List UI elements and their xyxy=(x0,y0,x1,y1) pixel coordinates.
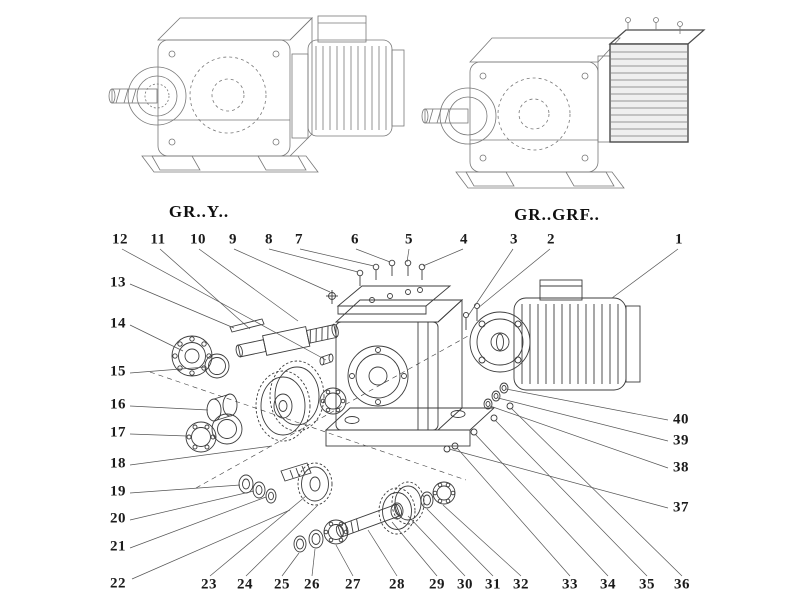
callout-21: 21 xyxy=(110,538,126,555)
callout-30: 30 xyxy=(457,576,473,593)
gearmotor-gr-y-drawing xyxy=(108,15,405,173)
callout-7: 7 xyxy=(295,231,303,248)
callout-20: 20 xyxy=(110,510,126,527)
callout-6: 6 xyxy=(351,231,359,248)
callout-39: 39 xyxy=(673,432,689,449)
callout-31: 31 xyxy=(485,576,501,593)
callout-19: 19 xyxy=(110,483,126,500)
callout-27: 27 xyxy=(345,576,361,593)
callout-18: 18 xyxy=(110,455,126,472)
callout-25: 25 xyxy=(274,576,290,593)
callout-12: 12 xyxy=(112,231,128,248)
callout-32: 32 xyxy=(513,576,529,593)
callout-8: 8 xyxy=(265,231,273,248)
callout-17: 17 xyxy=(110,424,126,441)
callout-28: 28 xyxy=(389,576,405,593)
callout-16: 16 xyxy=(110,396,126,413)
callout-24: 24 xyxy=(237,576,253,593)
callout-26: 26 xyxy=(304,576,320,593)
callout-15: 15 xyxy=(110,363,126,380)
callout-22: 22 xyxy=(110,575,126,592)
callout-34: 34 xyxy=(600,576,616,593)
callout-4: 4 xyxy=(460,231,468,248)
callout-11: 11 xyxy=(150,231,166,248)
callout-1: 1 xyxy=(675,231,683,248)
gearmotor-gr-grf-drawing xyxy=(421,17,706,189)
callout-36: 36 xyxy=(674,576,690,593)
variant-label-gr-grf: GR..GRF.. xyxy=(514,205,600,224)
callout-2: 2 xyxy=(547,231,555,248)
leader-lines xyxy=(121,248,683,580)
callout-40: 40 xyxy=(673,411,689,428)
callout-9: 9 xyxy=(229,231,237,248)
callout-13: 13 xyxy=(110,274,126,291)
callout-3: 3 xyxy=(510,231,518,248)
callout-29: 29 xyxy=(429,576,445,593)
callout-38: 38 xyxy=(673,459,689,476)
exploded-view-drawing xyxy=(149,259,641,553)
callout-33: 33 xyxy=(562,576,578,593)
callout-10: 10 xyxy=(190,231,206,248)
callout-5: 5 xyxy=(405,231,413,248)
variant-label-gr-y: GR..Y.. xyxy=(168,202,230,221)
callout-35: 35 xyxy=(639,576,655,593)
callout-14: 14 xyxy=(110,315,126,332)
callout-37: 37 xyxy=(673,499,689,516)
callout-23: 23 xyxy=(201,576,217,593)
